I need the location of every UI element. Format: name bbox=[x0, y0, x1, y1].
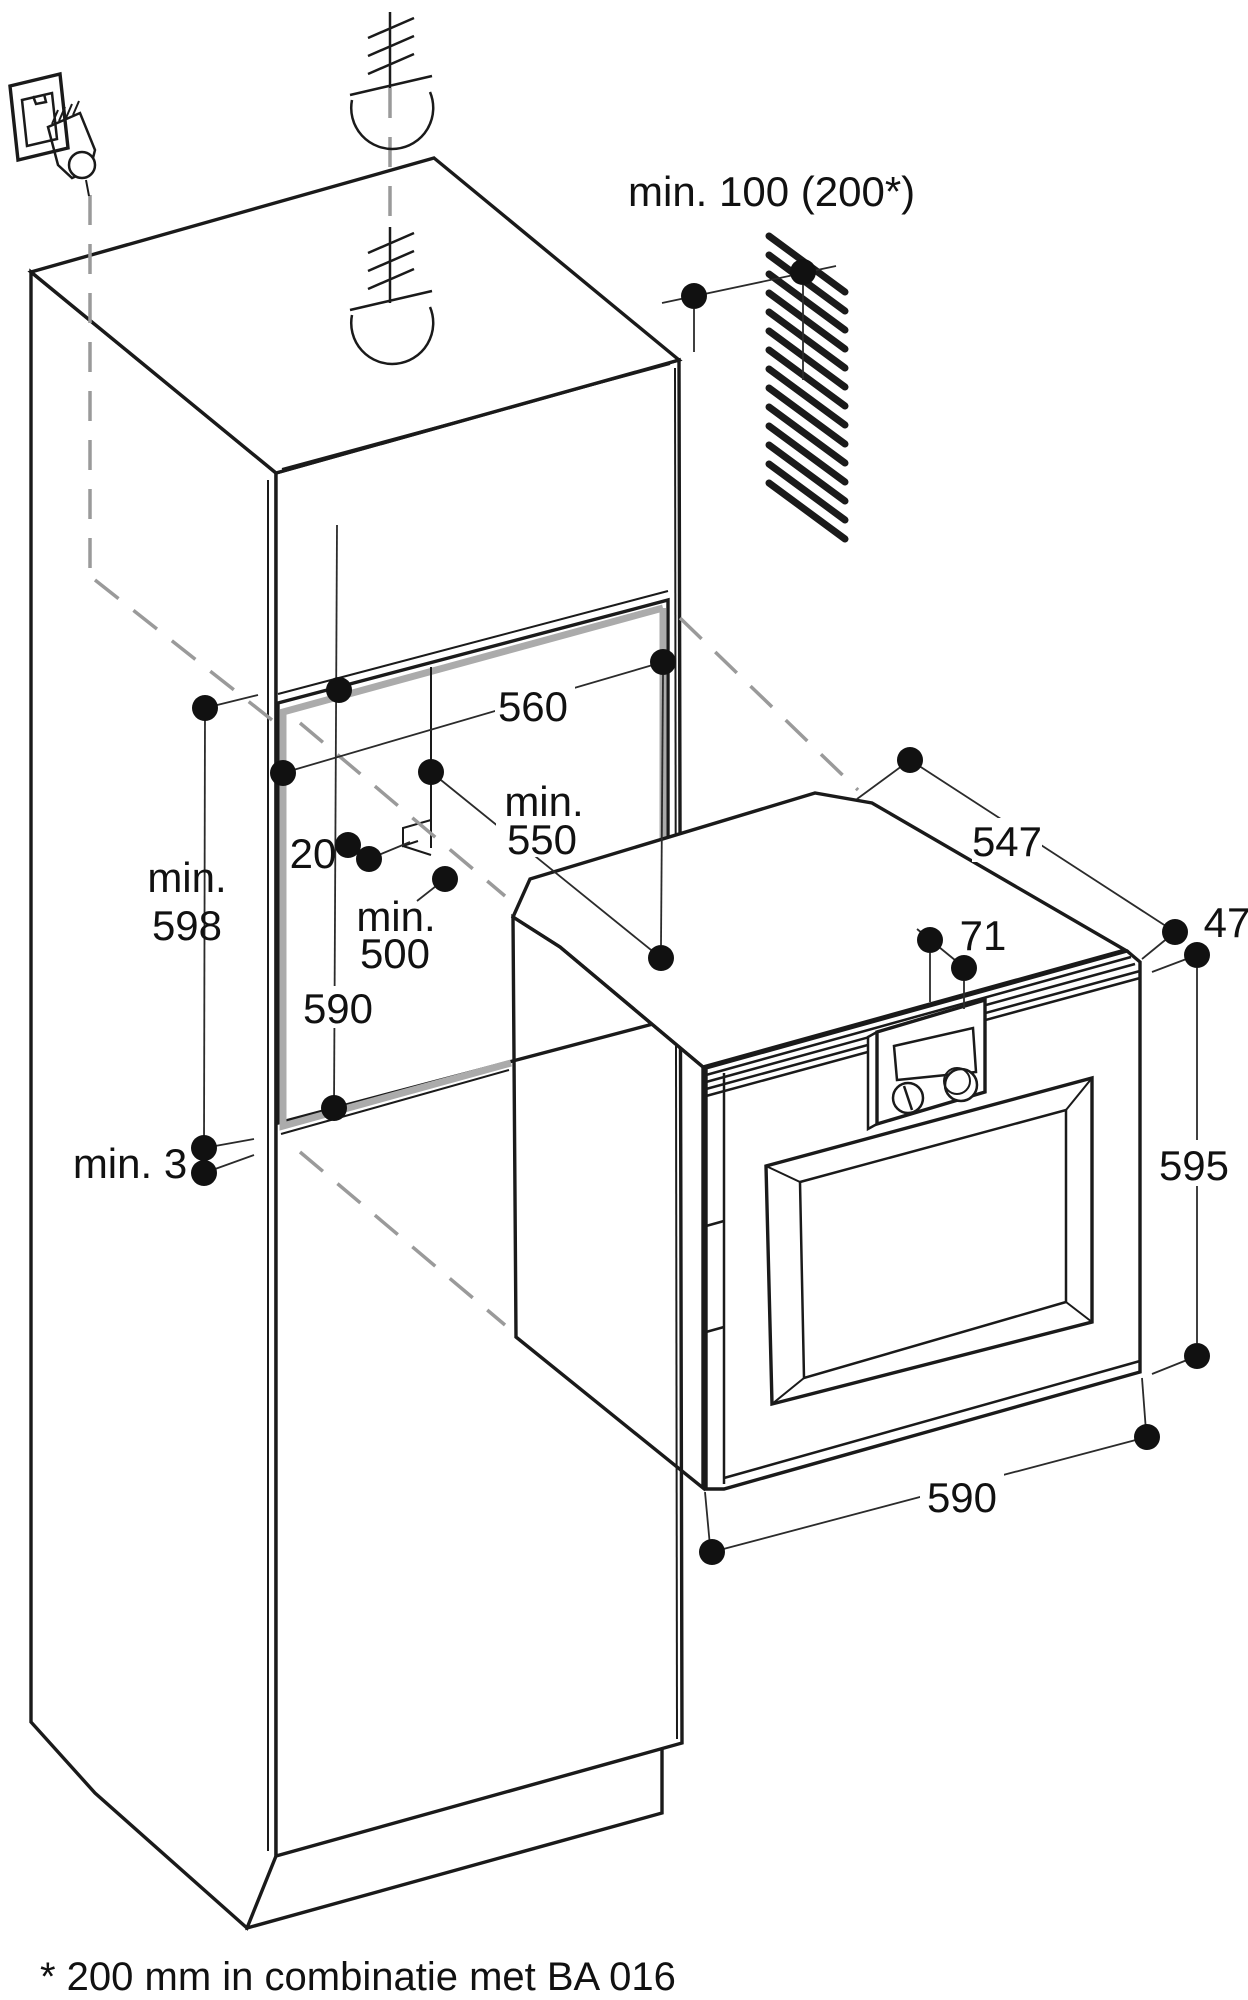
dim-bottom-gap: min. 3 bbox=[73, 1135, 255, 1187]
dim-socket-recess: 20 bbox=[290, 830, 411, 877]
dim-socket-distance: min. 500 bbox=[356, 866, 458, 977]
door-hinge-mark bbox=[705, 1219, 725, 1228]
top-face-inset-edge bbox=[281, 363, 671, 470]
air-vent-icon bbox=[349, 227, 435, 366]
niche-to-oven-projection-top-right bbox=[678, 616, 860, 792]
control-knob-right bbox=[943, 1067, 979, 1103]
socket-recess-step bbox=[402, 819, 432, 856]
dim-niche-width: 560 bbox=[270, 649, 676, 946]
label-socket-recess: 20 bbox=[290, 830, 337, 877]
label-min-height-2: 598 bbox=[152, 902, 222, 949]
label-panel-height: 71 bbox=[960, 912, 1007, 959]
dim-front-overhang: 47 bbox=[1151, 899, 1248, 973]
projection-dashed-lines bbox=[88, 88, 860, 1327]
dim-oven-depth: 547 bbox=[856, 747, 1176, 960]
footnote: * 200 mm in combinatie met BA 016 bbox=[40, 1955, 676, 1999]
dim-panel-height: 71 bbox=[916, 912, 1007, 1009]
niche-to-oven-projection-top-left bbox=[298, 721, 507, 898]
power-plug-icon bbox=[8, 71, 97, 197]
niche-to-oven-projection-bottom bbox=[298, 1150, 507, 1327]
label-socket-distance-2: 500 bbox=[360, 930, 430, 977]
cabinet-side-face bbox=[29, 268, 278, 1931]
dim-top-clearance: min. 100 (200*) bbox=[628, 168, 915, 380]
label-socket-distance-1: min. bbox=[356, 893, 435, 940]
label-niche-depth-2: 550 bbox=[507, 816, 577, 863]
label-min-height-1: min. bbox=[147, 854, 226, 901]
door-bottom-trim bbox=[723, 1359, 1141, 1480]
dim-niche-height: 590 bbox=[301, 524, 373, 1121]
tall-cabinet bbox=[27, 156, 684, 1931]
dim-oven-width: 590 bbox=[699, 1377, 1160, 1565]
label-oven-depth: 547 bbox=[972, 818, 1042, 865]
oven-door-window bbox=[764, 1075, 1094, 1407]
label-niche-depth-1: min. bbox=[504, 778, 583, 825]
label-bottom-gap: min. 3 bbox=[73, 1140, 187, 1187]
dim-niche-depth: min. 550 bbox=[418, 759, 674, 971]
plug-projection-diagonal bbox=[93, 578, 274, 722]
control-display bbox=[892, 1026, 978, 1082]
dim-oven-height: 595 bbox=[1151, 968, 1235, 1375]
wall-section-hatch bbox=[765, 232, 849, 543]
label-niche-width: 560 bbox=[498, 683, 568, 730]
label-oven-width: 590 bbox=[927, 1474, 997, 1521]
oven-control-panel bbox=[866, 997, 987, 1132]
label-front-overhang: 47 bbox=[1204, 899, 1248, 946]
air-vent-icon bbox=[349, 12, 435, 151]
oven-side-face bbox=[511, 913, 705, 1492]
label-niche-height: 590 bbox=[303, 985, 373, 1032]
label-oven-height: 595 bbox=[1159, 1142, 1229, 1189]
front-right-double-edge bbox=[674, 367, 678, 1740]
niche-top-shelf-edge bbox=[277, 590, 669, 695]
cabinet-top-face bbox=[27, 156, 683, 475]
dim-min-height: min. 598 bbox=[147, 694, 259, 1149]
niche-bottom-shelf-edge bbox=[280, 1069, 510, 1135]
label-top-clearance: min. 100 (200*) bbox=[628, 168, 915, 215]
door-hinge-mark bbox=[705, 1325, 725, 1334]
